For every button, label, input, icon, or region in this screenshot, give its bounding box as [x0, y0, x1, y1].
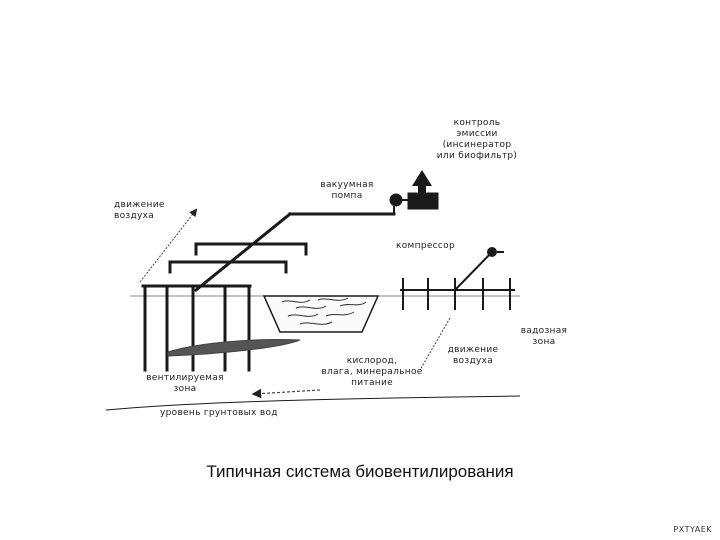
vacuum-pump-unit	[389, 192, 439, 214]
label-oxygen-nutrients: кислород, влага, минеральное питание	[321, 356, 423, 388]
treatment-cell	[262, 295, 380, 333]
label-groundwater-level: уровень грунтовых вод	[160, 408, 278, 418]
air-movement-arrow-left	[139, 208, 198, 283]
right-well-system	[400, 251, 515, 310]
label-air-movement-right: движение воздуха	[447, 345, 499, 366]
contaminant-plume	[167, 339, 301, 357]
label-ventilated-zone: вентилируемая зона	[146, 373, 224, 394]
label-air-movement-left: движение воздуха	[114, 200, 165, 221]
compressor-unit	[487, 247, 504, 257]
label-emission-control: контроль эмиссии (инсинератор или биофил…	[436, 118, 518, 161]
diagram-title: Типичная система биовентилирования	[206, 462, 514, 481]
emission-control-arrow	[412, 170, 432, 194]
label-vacuum-pump: вакуумная помпа	[320, 180, 374, 201]
groundwater-level-line	[105, 395, 521, 411]
groundwater-flow-arrow	[251, 388, 321, 399]
left-well-system	[141, 211, 396, 372]
label-vadose-zone: вадозная зона	[520, 326, 568, 347]
label-compressor: компрессор	[396, 241, 455, 251]
brand-mark: PXTYAEK	[673, 525, 712, 534]
air-movement-arrow-right	[419, 317, 451, 371]
